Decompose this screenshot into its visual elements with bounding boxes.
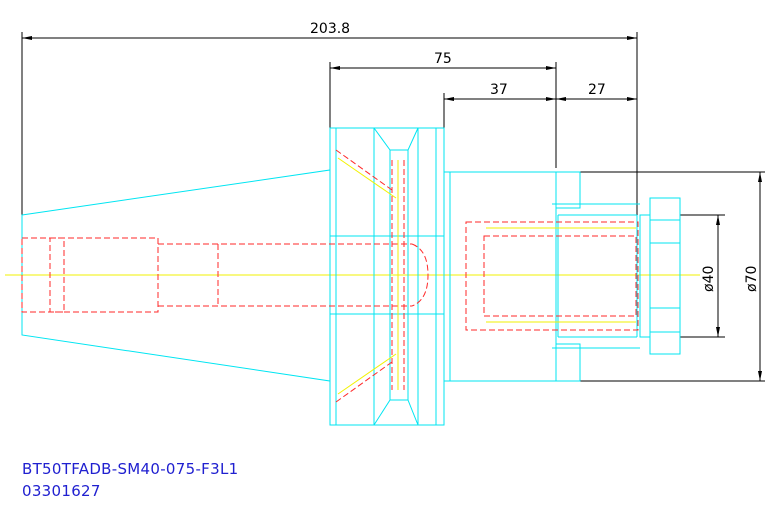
dimension-dia-40: ø40 [701, 266, 717, 292]
title-block: BT50TFADB-SM40-075-F3L1 03301627 [22, 458, 238, 502]
part-code: 03301627 [22, 482, 101, 500]
dimension-37: 37 [490, 82, 508, 98]
dimension-27: 27 [588, 82, 606, 98]
dimension-75: 75 [434, 51, 452, 67]
coolant-lines [337, 157, 636, 395]
holder-outline [21, 127, 681, 426]
hidden-lines [21, 149, 639, 403]
dimension-lines [21, 32, 765, 382]
part-number: BT50TFADB-SM40-075-F3L1 [22, 460, 239, 478]
dimension-dia-70: ø70 [744, 266, 760, 292]
dimension-203-8: 203.8 [310, 21, 350, 37]
